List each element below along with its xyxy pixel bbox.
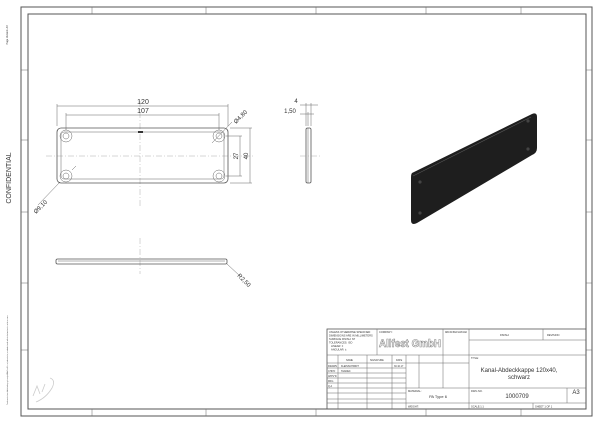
front-view: 120 107 Ø4,80 Ø9,10 27 40 [33,99,255,215]
svg-text:LINEAR: ±: LINEAR: ± [331,344,344,348]
confidential-label: CONFIDENTIAL [6,152,13,203]
svg-text:Q.A: Q.A [328,385,333,388]
material-value: PA Type 6 [429,394,448,399]
svg-text:SURFACE FINISH: N7: SURFACE FINISH: N7 [329,337,356,341]
svg-text:ANGULAR: ±: ANGULAR: ± [331,348,347,352]
dim-overall-length: 120 [137,99,149,106]
svg-text:MFG: MFG [328,380,333,383]
svg-text:APPV'D: APPV'D [328,375,337,378]
svg-text:DRAWN: DRAWN [328,365,337,368]
signature-table: NAME SIGNATURE DATE DRAWN KLEINSCHMIDT 3… [328,359,404,388]
page-version: Page Version: A3 [6,25,9,45]
title-block [326,328,587,410]
company-label: COMPANY: [379,330,393,334]
side-view: 4 1,50 [284,99,320,184]
svg-text:UNLESS OTHERWISE SPECIFIED:: UNLESS OTHERWISE SPECIFIED: [329,330,371,334]
dim-thickness: 4 [294,99,298,105]
dwg-no-label: DWG NO. [471,389,483,393]
inner-border [27,13,587,410]
drawing-title-line2: schwarz [508,375,530,381]
title-label: TITLE: [471,356,479,360]
weight-label: WEIGHT: [408,405,419,409]
material-label: MATERIAL: [408,389,422,393]
logo-mark [138,131,143,133]
sheet-size: A3 [572,390,580,396]
svg-text:SVADEC: SVADEC [341,370,351,373]
deburr-note: DEBUR AND BREAK SHARP EDGES [445,330,467,334]
title-block-notes: UNLESS OTHERWISE SPECIFIED: DIMENSIONS A… [329,330,373,352]
bottom-view: R2,50 [55,238,252,289]
watermark-logo [32,377,54,403]
company-logo: Allfest GmbH [379,338,441,350]
dim-hole-spacing-x: 107 [137,108,149,115]
confidential-notice: This document is the confidential and co… [6,315,9,405]
dim-hole-spacing-y: 27 [234,152,240,159]
dim-overall-height: 40 [244,152,250,159]
dim-plate-thickness: 1,50 [284,109,296,115]
svg-text:SIGNATURE: SIGNATURE [370,359,384,362]
outer-border [20,6,593,417]
dim-edge-radius: R2,50 [236,273,252,289]
svg-text:KLEINSCHMIDT: KLEINSCHMIDT [341,365,359,368]
drawing-title-line1: Kanal-Abdeckkappe 120x40, [481,368,558,374]
zone-ticks [21,7,592,416]
svg-text:NAME: NAME [346,359,353,362]
dim-hole-dia: Ø4,80 [233,109,249,125]
svg-text:TOLERANCES: ISO: TOLERANCES: ISO [329,341,352,345]
svg-text:DIMENSIONS ARE IN MILLIMETERS: DIMENSIONS ARE IN MILLIMETERS [329,334,373,338]
svg-text:CHK'D: CHK'D [328,370,336,373]
scale-label: SCALE:1:1 [471,405,484,409]
dwg-no-value: 1000709 [505,394,529,400]
svg-text:DATE: DATE [396,359,403,362]
finish-label: FINISH: [500,333,510,337]
isometric-view [411,113,537,224]
revision-label: REVISION [547,333,560,337]
svg-text:30.10.17: 30.10.17 [394,365,404,368]
sheet-number: SHEET 1 OF 1 [535,405,553,409]
